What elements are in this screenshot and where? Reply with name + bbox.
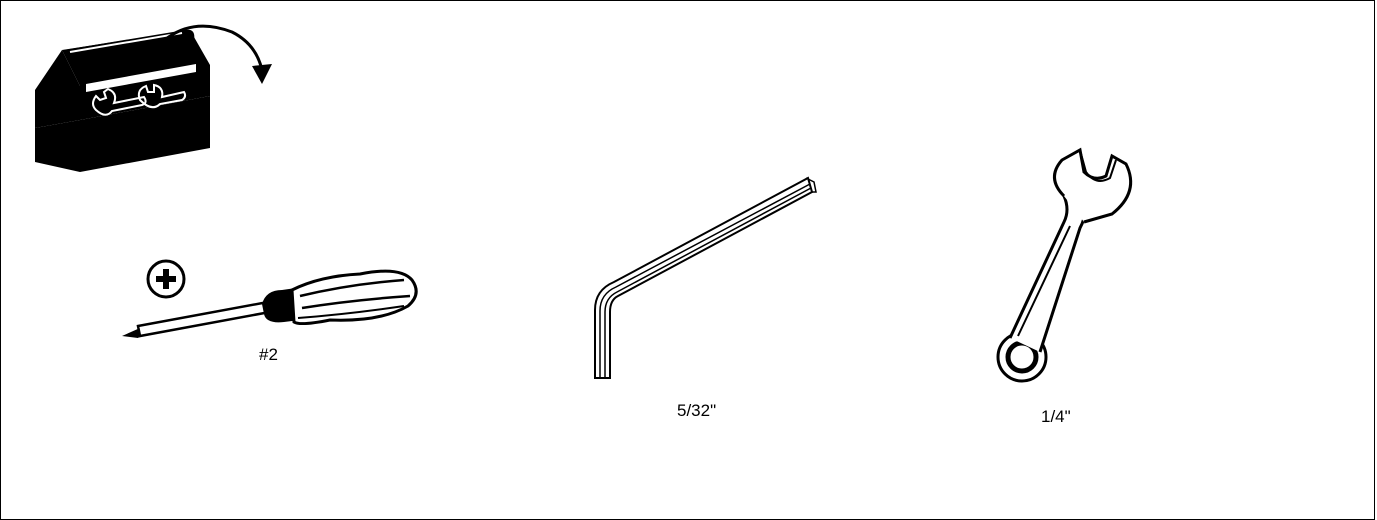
hex-key-icon — [594, 176, 817, 379]
wrench-icon — [996, 147, 1133, 383]
wrench-size-label: 1/4" — [1041, 407, 1071, 426]
toolbox-icon — [35, 24, 272, 172]
hex-key-size-label: 5/32" — [677, 401, 717, 420]
screwdriver-size-label: #2 — [259, 345, 278, 364]
screwdriver-icon — [122, 269, 418, 338]
phillips-cross-icon — [146, 259, 186, 299]
tools-diagram — [35, 24, 1133, 383]
